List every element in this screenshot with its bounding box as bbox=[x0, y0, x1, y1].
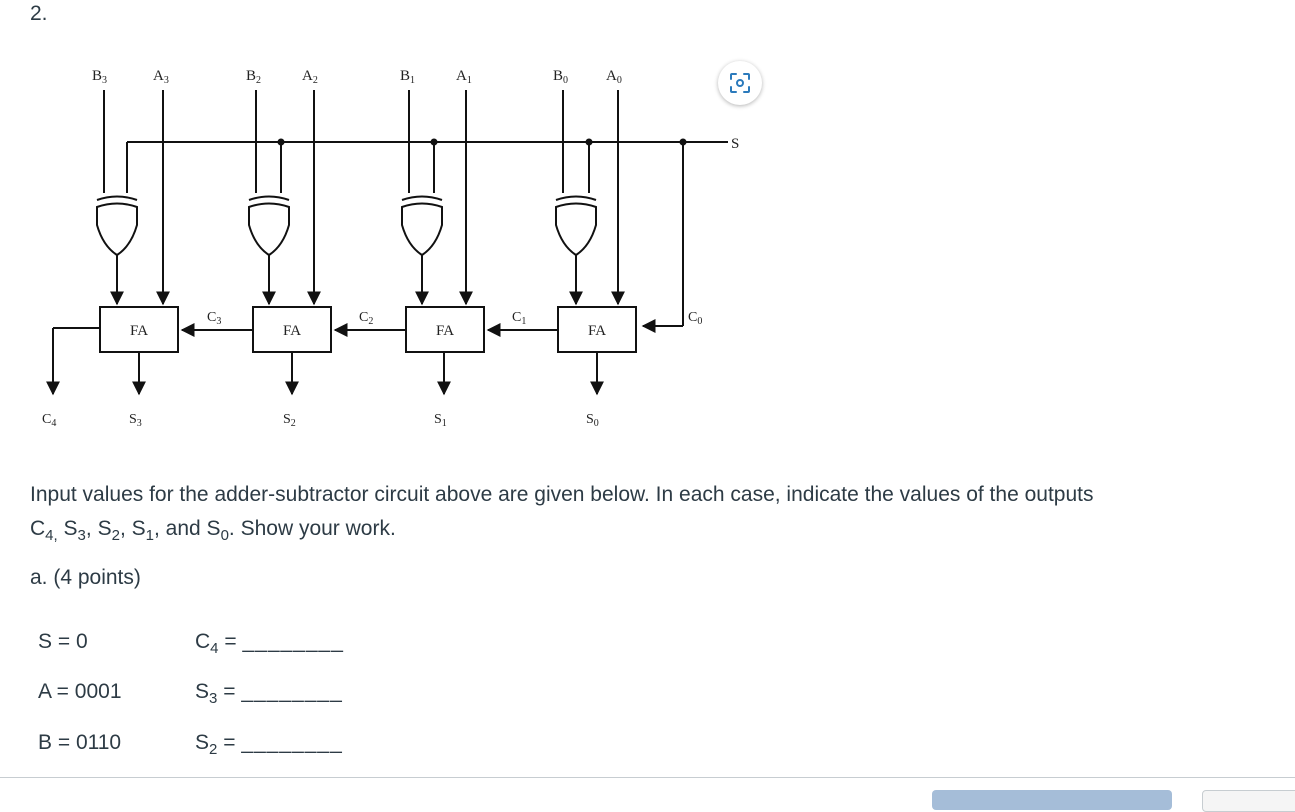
label-s3: S3 bbox=[129, 412, 142, 429]
label-select: S bbox=[731, 136, 739, 152]
prompt-line-1: Input values for the adder-subtractor ci… bbox=[30, 483, 1094, 506]
xor-gate-2 bbox=[248, 195, 290, 257]
xor-gate-0 bbox=[555, 195, 597, 257]
part-a-label: a. (4 points) bbox=[30, 566, 141, 589]
label-c4: C4 bbox=[42, 412, 56, 429]
label-s2: S2 bbox=[283, 412, 296, 429]
label-c1: C1 bbox=[512, 310, 526, 327]
image-scan-icon bbox=[730, 73, 750, 93]
label-c3: C3 bbox=[207, 310, 221, 327]
label-a3: A3 bbox=[153, 68, 169, 86]
label-s1: S1 bbox=[434, 412, 447, 429]
adder-subtractor-circuit: B3 A3 B2 A2 B1 A1 B0 A0 S FA FA FA FA C3… bbox=[42, 68, 739, 429]
fa-label-0: FA bbox=[588, 323, 606, 339]
label-b3: B3 bbox=[92, 68, 107, 86]
primary-action-button[interactable] bbox=[932, 790, 1172, 810]
label-s0: S0 bbox=[586, 412, 599, 429]
label-a2: A2 bbox=[302, 68, 318, 86]
fa-label-1: FA bbox=[436, 323, 454, 339]
fa-label-2: FA bbox=[283, 323, 301, 339]
label-c0: C0 bbox=[688, 310, 702, 327]
label-a0: A0 bbox=[606, 68, 622, 86]
footer-divider bbox=[0, 777, 1295, 778]
image-tool-button[interactable] bbox=[718, 61, 762, 105]
label-b1: B1 bbox=[400, 68, 415, 86]
output-c4-answer: C4 = ________ bbox=[195, 630, 344, 658]
input-s-value: S = 0 bbox=[38, 630, 88, 653]
output-s2-answer: S2 = ________ bbox=[195, 731, 343, 759]
question-number: 2. bbox=[30, 2, 48, 25]
secondary-action-button[interactable] bbox=[1202, 790, 1295, 812]
label-b2: B2 bbox=[246, 68, 261, 86]
output-s3-answer: S3 = ________ bbox=[195, 680, 343, 708]
prompt-line-2: C4, S3, S2, S1, and S0. Show your work. bbox=[30, 517, 396, 545]
xor-gate-1 bbox=[401, 195, 443, 257]
input-b-value: B = 0110 bbox=[38, 731, 122, 754]
fa-label-3: FA bbox=[130, 323, 148, 339]
xor-gate-3 bbox=[96, 195, 138, 257]
question-prompt: Input values for the adder-subtractor ci… bbox=[30, 478, 1270, 546]
input-a-value: A = 0001 bbox=[38, 680, 122, 703]
label-a1: A1 bbox=[456, 68, 472, 86]
label-b0: B0 bbox=[553, 68, 568, 86]
label-c2: C2 bbox=[359, 310, 373, 327]
